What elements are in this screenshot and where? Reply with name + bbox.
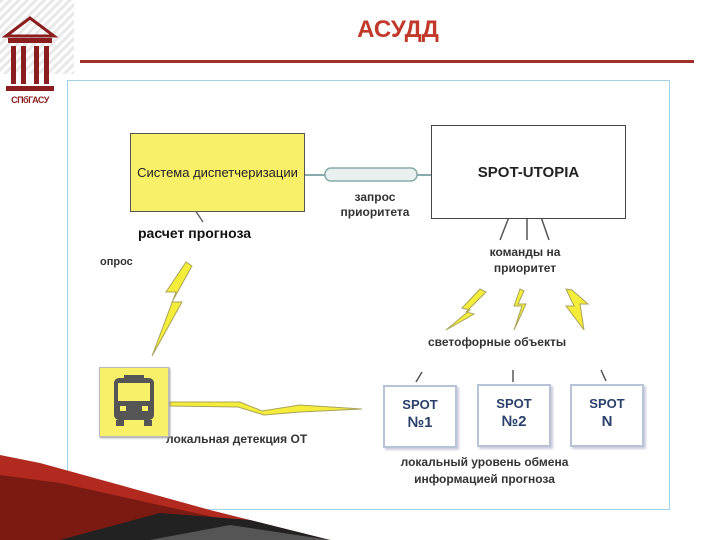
traffic-lights-label: светофорные объекты xyxy=(428,335,567,349)
page-title: АСУДД xyxy=(357,16,439,43)
local-exchange-label: локальный уровень обмена информацией про… xyxy=(400,455,569,486)
spot-box-title: SPOT xyxy=(589,396,625,411)
corner-wave-decoration xyxy=(0,455,330,540)
spot-box-2: SPOT №2 xyxy=(477,384,551,447)
bus-box xyxy=(99,367,169,437)
dispatch-system-box: Система диспетчеризации xyxy=(130,133,305,212)
spot-box-1: SPOT №1 xyxy=(383,385,457,448)
university-logo xyxy=(2,16,58,91)
logo-label: СПбГАСУ xyxy=(11,95,49,105)
spot-utopia-box: SPOT-UTOPIA xyxy=(431,125,626,219)
spot-box-title: SPOT xyxy=(496,396,532,411)
poll-label: опрос xyxy=(100,256,133,268)
spot-box-n: SPOT N xyxy=(570,384,644,447)
lightning-icon xyxy=(151,261,590,416)
title-divider xyxy=(80,60,694,63)
cable-connector xyxy=(303,167,431,182)
priority-request-label: запрос приоритета xyxy=(340,190,410,219)
antenna-tick xyxy=(194,209,204,223)
spot-box-number: №1 xyxy=(407,414,433,431)
spot-box-number: N xyxy=(601,413,613,430)
bus-icon xyxy=(114,375,154,426)
spot-box-number: №2 xyxy=(501,413,527,430)
forecast-calc-label: расчет прогноза xyxy=(138,225,252,241)
priority-commands-label: команды на приоритет xyxy=(489,245,561,275)
local-detection-label: локальная детекция ОТ xyxy=(166,432,308,446)
spot-box-title: SPOT xyxy=(402,397,438,412)
